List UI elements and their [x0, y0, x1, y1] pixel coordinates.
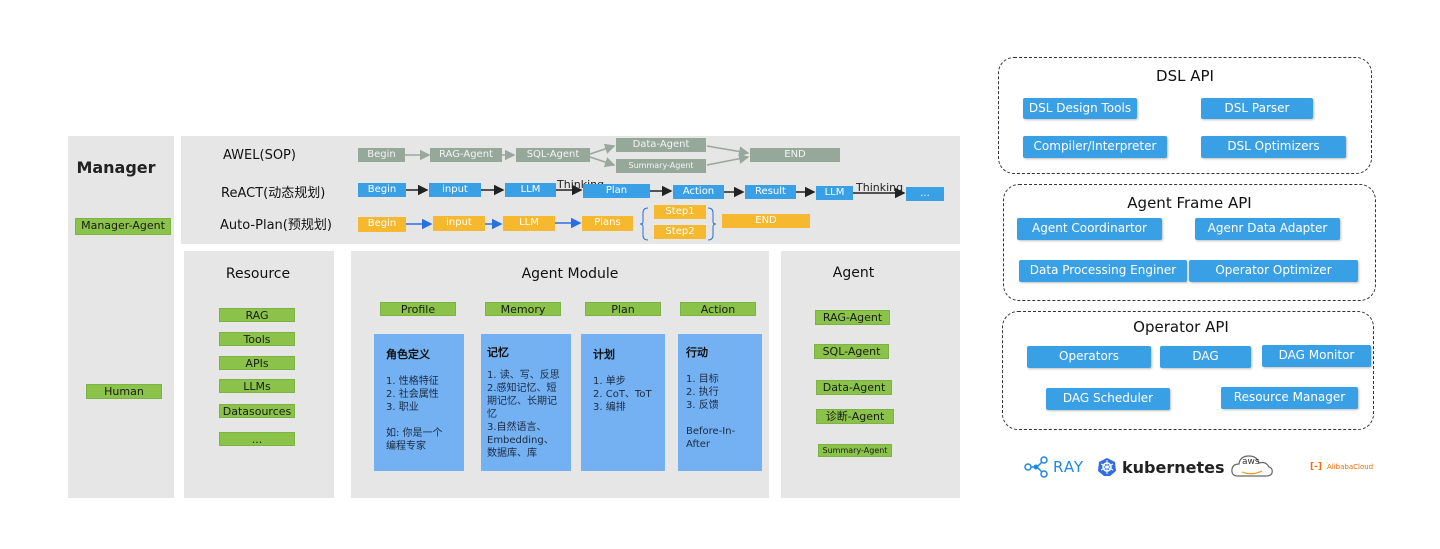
card-heading: 记忆	[487, 346, 509, 359]
dsl-parser: DSL Parser	[1201, 98, 1313, 119]
card-body: 1. 单步 2. CoT、ToT 3. 编排	[593, 376, 652, 413]
react-step-plan: Plan	[583, 184, 650, 198]
react-step-ellipsis: ...	[906, 187, 944, 201]
manager-agent-tag: Manager-Agent	[75, 218, 171, 235]
module-tag-memory: Memory	[485, 302, 561, 316]
awel-step-begin: Begin	[358, 148, 405, 162]
react-step-llm-2: LLM	[816, 186, 853, 200]
module-tag-profile: Profile	[380, 302, 456, 316]
awel-step-end: END	[750, 148, 840, 162]
resource-title: Resource	[225, 266, 291, 282]
aws-cloud-icon	[1231, 455, 1273, 477]
resource-item-more: ...	[219, 432, 295, 446]
agent-item-rag: RAG-Agent	[815, 310, 890, 325]
card-heading: 角色定义	[386, 348, 430, 361]
compiler-interpreter: Compiler/Interpreter	[1023, 136, 1167, 158]
agent-module-title: Agent Module	[521, 266, 619, 282]
aws-wordmark: aws	[1242, 457, 1260, 467]
alibaba-wordmark: AlibabaCloud	[1326, 463, 1374, 471]
resource-item-llms: LLMs	[219, 379, 295, 393]
ray-wordmark: RAY	[1053, 458, 1085, 476]
autoplan-step-begin: Begin	[358, 217, 406, 232]
react-thinking-note-2: Thinking	[856, 181, 904, 194]
autoplan-step-llm: LLM	[503, 216, 555, 231]
agent-title: Agent	[832, 265, 875, 281]
react-label: ReACT(动态规划)	[221, 186, 326, 201]
autoplan-step-end: END	[722, 214, 810, 228]
operators: Operators	[1027, 346, 1151, 368]
dsl-design-tools: DSL Design Tools	[1023, 98, 1137, 119]
resource-item-apis: APIs	[219, 356, 295, 370]
card-heading: 计划	[593, 348, 615, 361]
ray-logo: RAY	[1024, 456, 1084, 478]
react-step-llm: LLM	[505, 183, 556, 197]
agent-item-diagnosis: 诊断-Agent	[816, 409, 894, 424]
autoplan-step-plans: Plans	[582, 216, 633, 231]
agent-frame-api-group	[1003, 184, 1376, 301]
resource-item-datasources: Datasources	[219, 404, 295, 418]
autoplan-step-input: input	[433, 216, 485, 231]
manager-panel	[68, 136, 174, 498]
awel-label: AWEL(SOP)	[223, 148, 296, 163]
agent-panel	[781, 251, 960, 498]
module-card-memory: 记忆 1. 读、写、反思 2.感知记忆、短 期记忆、长期记 忆 3.自然语言、 …	[481, 334, 571, 471]
awel-step-rag-agent: RAG-Agent	[430, 148, 502, 162]
dag-scheduler: DAG Scheduler	[1046, 388, 1170, 410]
card-body: 1. 目标 2. 执行 3. 反馈 Before-In-After	[686, 374, 736, 450]
react-step-result: Result	[745, 185, 796, 199]
dag-monitor: DAG Monitor	[1262, 345, 1371, 367]
agent-item-summary: Summary-Agent	[818, 444, 892, 457]
agent-frame-api-title: Agent Frame API	[1127, 194, 1252, 212]
autoplan-step-step1: Step1	[654, 205, 706, 219]
operator-api-title: Operator API	[1133, 318, 1229, 336]
autoplan-step-step2: Step2	[654, 225, 706, 239]
resource-item-tools: Tools	[219, 332, 295, 346]
card-heading: 行动	[686, 346, 708, 359]
agent-item-sql: SQL-Agent	[814, 344, 889, 359]
agent-coordinator: Agent Coordinartor	[1017, 218, 1162, 240]
module-card-plan: 计划 1. 单步 2. CoT、ToT 3. 编排	[581, 334, 665, 471]
planning-arrows	[405, 143, 906, 241]
card-body: 1. 性格特征 2. 社会属性 3. 职业 如: 你是一个 编程专家	[386, 376, 443, 452]
module-card-profile: 角色定义 1. 性格特征 2. 社会属性 3. 职业 如: 你是一个 编程专家	[374, 334, 464, 471]
module-card-action: 行动 1. 目标 2. 执行 3. 反馈 Before-In-After	[678, 334, 762, 471]
agent-item-data: Data-Agent	[816, 380, 892, 395]
operator-optimizer: Operator Optimizer	[1189, 260, 1358, 282]
autoplan-label: Auto-Plan(预规划)	[220, 218, 332, 233]
awel-step-summary-agent: Summary-Agent	[616, 159, 706, 173]
react-step-input: input	[429, 183, 481, 197]
ray-icon	[1024, 456, 1048, 478]
resource-item-rag: RAG	[219, 308, 295, 322]
module-tag-plan: Plan	[585, 302, 661, 316]
data-processing-engine: Data Processing Enginer	[1019, 260, 1187, 282]
aws-logo: aws	[1230, 452, 1274, 480]
react-step-action: Action	[673, 185, 724, 199]
agent-data-adapter: Agenr Data Adapter	[1195, 218, 1340, 240]
kubernetes-wordmark: kubernetes	[1122, 457, 1225, 477]
kubernetes-icon	[1098, 458, 1116, 476]
react-step-begin: Begin	[358, 183, 406, 197]
manager-title: Manager	[76, 158, 156, 177]
dsl-api-title: DSL API	[1156, 67, 1214, 85]
dsl-api-group	[998, 57, 1372, 174]
module-tag-action: Action	[680, 302, 756, 316]
awel-step-sql-agent: SQL-Agent	[516, 148, 590, 162]
dsl-optimizers: DSL Optimizers	[1201, 136, 1346, 158]
human-tag: Human	[86, 384, 162, 399]
alibaba-cloud-logo: [-] AlibabaCloud	[1310, 462, 1373, 472]
card-body: 1. 读、写、反思 2.感知记忆、短 期记忆、长期记 忆 3.自然语言、 Emb…	[487, 370, 560, 459]
alibaba-icon: [-]	[1310, 462, 1322, 472]
kubernetes-logo: kubernetes	[1097, 457, 1225, 477]
operator-api-group	[1002, 311, 1374, 430]
dag: DAG	[1160, 346, 1251, 368]
resource-panel	[184, 251, 334, 498]
resource-manager: Resource Manager	[1221, 387, 1358, 409]
awel-step-data-agent: Data-Agent	[616, 138, 706, 152]
